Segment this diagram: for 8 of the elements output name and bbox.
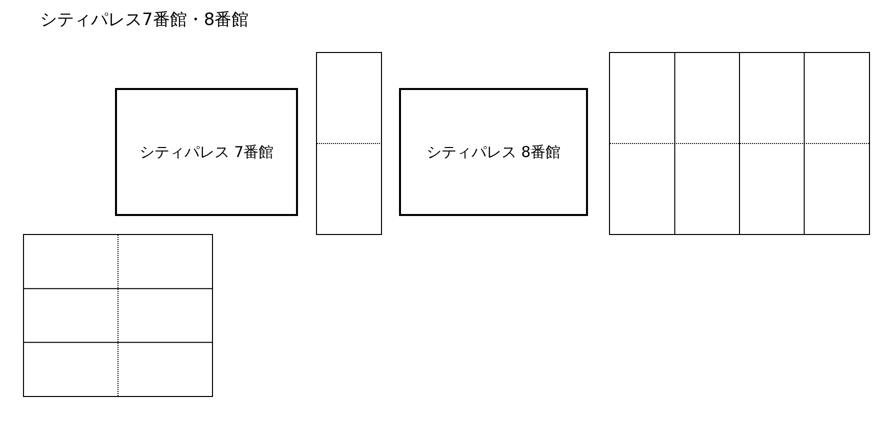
parking-grid (23, 234, 213, 397)
diagram-title: シティパレス7番館・8番館 (40, 9, 249, 31)
building-label: シティパレス 7番館 (139, 142, 274, 162)
parking-grid (316, 52, 382, 235)
building-box (115, 88, 298, 216)
building-box (399, 88, 588, 216)
parking-grid (609, 52, 870, 235)
building-label: シティパレス 8番館 (426, 142, 561, 162)
